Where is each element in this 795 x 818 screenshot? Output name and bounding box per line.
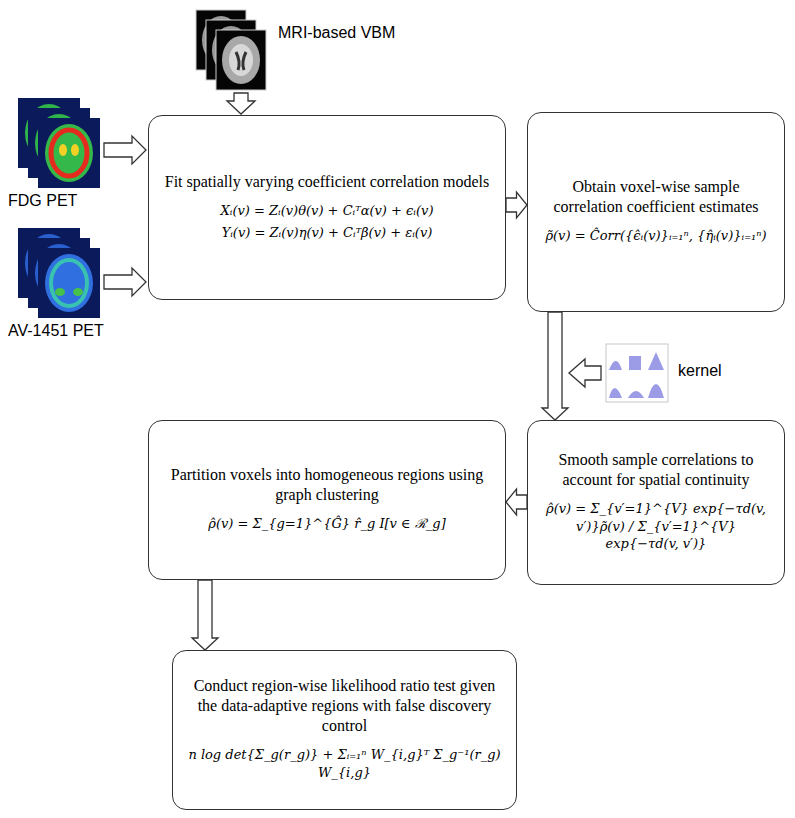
box-heading: Conduct region-wise likelihood ratio tes… bbox=[185, 676, 504, 736]
image-label: FDG PET bbox=[8, 192, 77, 210]
formula: ρ̂(v) = Σ_{g=1}^{Ĝ} r̂_g I[v ∈ ℛ_g] bbox=[208, 515, 445, 533]
pet-brain bbox=[45, 124, 93, 182]
process-box: Fit spatially varying coefficient correl… bbox=[148, 115, 506, 300]
formula: Xᵢ(v) = Zᵢ(v)θ(v) + Cᵢᵀα(v) + ϵᵢ(v) bbox=[221, 202, 434, 220]
process-box: Conduct region-wise likelihood ratio tes… bbox=[172, 650, 517, 810]
kernel-curve bbox=[629, 356, 641, 370]
input-arrow bbox=[104, 136, 146, 164]
mri-ventricles bbox=[236, 52, 246, 70]
kernel-curve bbox=[609, 361, 622, 370]
box-heading: Fit spatially varying coefficient correl… bbox=[165, 172, 490, 192]
formula: Yᵢ(v) = Zᵢ(v)η(v) + Cᵢᵀβ(v) + εᵢ(v) bbox=[222, 224, 433, 242]
formula: n log det{Σ_g(r_g)} + Σᵢ₌₁ⁿ W_{i,g}ᵀ Σ_g… bbox=[185, 746, 504, 781]
image-label: MRI-based VBM bbox=[278, 24, 395, 42]
kernel-curve bbox=[628, 391, 644, 398]
flow-arrow bbox=[192, 580, 218, 650]
kernel-image bbox=[606, 344, 668, 402]
kernel-frame bbox=[606, 344, 668, 402]
kernel-curve bbox=[648, 352, 664, 370]
input-arrow bbox=[104, 268, 146, 296]
process-box: Smooth sample correlations to account fo… bbox=[527, 420, 785, 585]
formula: ρ̂(v) = Σ_{v′=1}^{V} exp{−τd(v, v′)}ρ̃(v… bbox=[540, 500, 772, 553]
pet-hotspot bbox=[73, 288, 83, 296]
kernel-arrow bbox=[569, 359, 601, 387]
flow-arrow bbox=[542, 312, 568, 420]
pet-hotspot bbox=[55, 288, 65, 296]
process-box: Obtain voxel-wise sample correlation coe… bbox=[527, 112, 785, 312]
fdg-image-stack bbox=[18, 98, 100, 188]
formula: ρ̃(v) = Ĉorr({ϵ̂ᵢ(v)}ᵢ₌₁ⁿ, {η̂ᵢ(v)}ᵢ₌₁ⁿ) bbox=[545, 227, 766, 245]
pet-hotspot bbox=[71, 144, 79, 156]
box-heading: Obtain voxel-wise sample correlation coe… bbox=[540, 177, 772, 217]
pet-hotspot bbox=[59, 144, 67, 156]
flow-arrow bbox=[506, 489, 527, 515]
pet-cortex bbox=[51, 130, 87, 176]
av1451-image-stack bbox=[18, 228, 100, 318]
process-box: Partition voxels into homogeneous region… bbox=[148, 420, 506, 580]
box-heading: Smooth sample correlations to account fo… bbox=[540, 450, 772, 490]
pet-brain bbox=[45, 254, 93, 312]
pet-slice bbox=[38, 118, 100, 188]
mri-slice bbox=[216, 30, 266, 90]
kernel-curve bbox=[609, 388, 622, 398]
pet-slice bbox=[38, 248, 100, 318]
kernel-curve bbox=[648, 384, 664, 398]
image-label: kernel bbox=[678, 362, 722, 380]
mri-brain bbox=[222, 36, 260, 84]
mri-image-stack bbox=[196, 10, 266, 90]
mri-white-matter bbox=[229, 44, 253, 76]
input-arrow bbox=[227, 93, 255, 114]
image-label: AV-1451 PET bbox=[8, 322, 104, 340]
pet-cortex bbox=[51, 260, 87, 306]
flow-arrow bbox=[506, 192, 527, 218]
box-heading: Partition voxels into homogeneous region… bbox=[161, 465, 493, 505]
